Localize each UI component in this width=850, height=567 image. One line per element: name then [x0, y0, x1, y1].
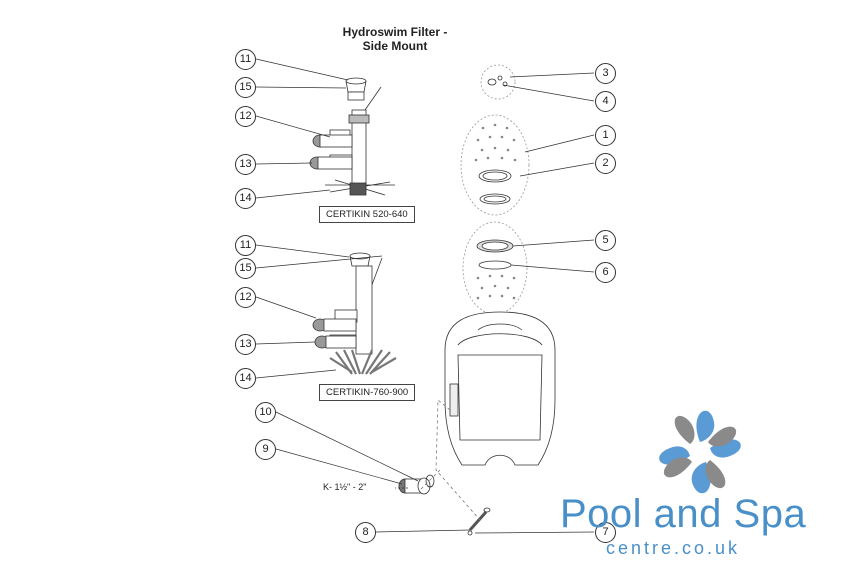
- callout-upper-12: 12: [235, 106, 256, 127]
- callout-3: 3: [595, 63, 616, 84]
- assembly-guides: [419, 399, 481, 521]
- lower-dome-nozzles: [476, 274, 516, 300]
- model-label-upper: CERTIKIN 520-640: [319, 206, 415, 223]
- callout-5: 5: [595, 230, 616, 251]
- callout-6: 6: [595, 262, 616, 283]
- swirl-logo-icon: [659, 410, 741, 494]
- callout-4: 4: [595, 91, 616, 112]
- brand-name: Pool and Spa: [560, 492, 807, 536]
- leader-lines: [255, 58, 595, 534]
- callout-upper-11: 11: [235, 49, 256, 70]
- callout-upper-13: 13: [235, 154, 256, 175]
- callout-10: 10: [255, 402, 276, 423]
- callout-2: 2: [595, 153, 616, 174]
- title-line-2: Side Mount: [362, 39, 428, 53]
- union-fitting: [395, 474, 435, 495]
- callout-upper-14: 14: [235, 188, 256, 209]
- lower-pipework-assembly: [312, 252, 397, 375]
- callout-9: 9: [255, 439, 276, 460]
- callout-lower-11: 11: [235, 235, 256, 256]
- lower-dome-detail: [462, 221, 528, 315]
- upper-dome-detail: [460, 114, 530, 216]
- callout-lower-12: 12: [235, 287, 256, 308]
- connection-size-label: K- 1½" - 2": [323, 482, 367, 492]
- callout-lower-14: 14: [235, 368, 256, 389]
- callout-upper-15: 15: [235, 77, 256, 98]
- model-label-lower: CERTIKIN-760-900: [319, 384, 416, 401]
- brand-domain: centre.co.uk: [606, 538, 741, 558]
- callout-lower-13: 13: [235, 334, 256, 355]
- callout-1: 1: [595, 125, 616, 146]
- callout-7: 7: [595, 522, 616, 543]
- callout-8: 8: [355, 522, 376, 543]
- diagram-title: Hydroswim Filter - Side Mount: [330, 25, 460, 53]
- title-line-1: Hydroswim Filter -: [342, 25, 448, 39]
- fitting-detail-3-4: [480, 64, 516, 100]
- callout-lower-15: 15: [235, 258, 256, 279]
- filter-tank: [444, 311, 556, 466]
- upper-dome-nozzles: [474, 123, 517, 162]
- upper-pipework-assembly: [309, 77, 395, 196]
- drain-plug: [467, 507, 491, 536]
